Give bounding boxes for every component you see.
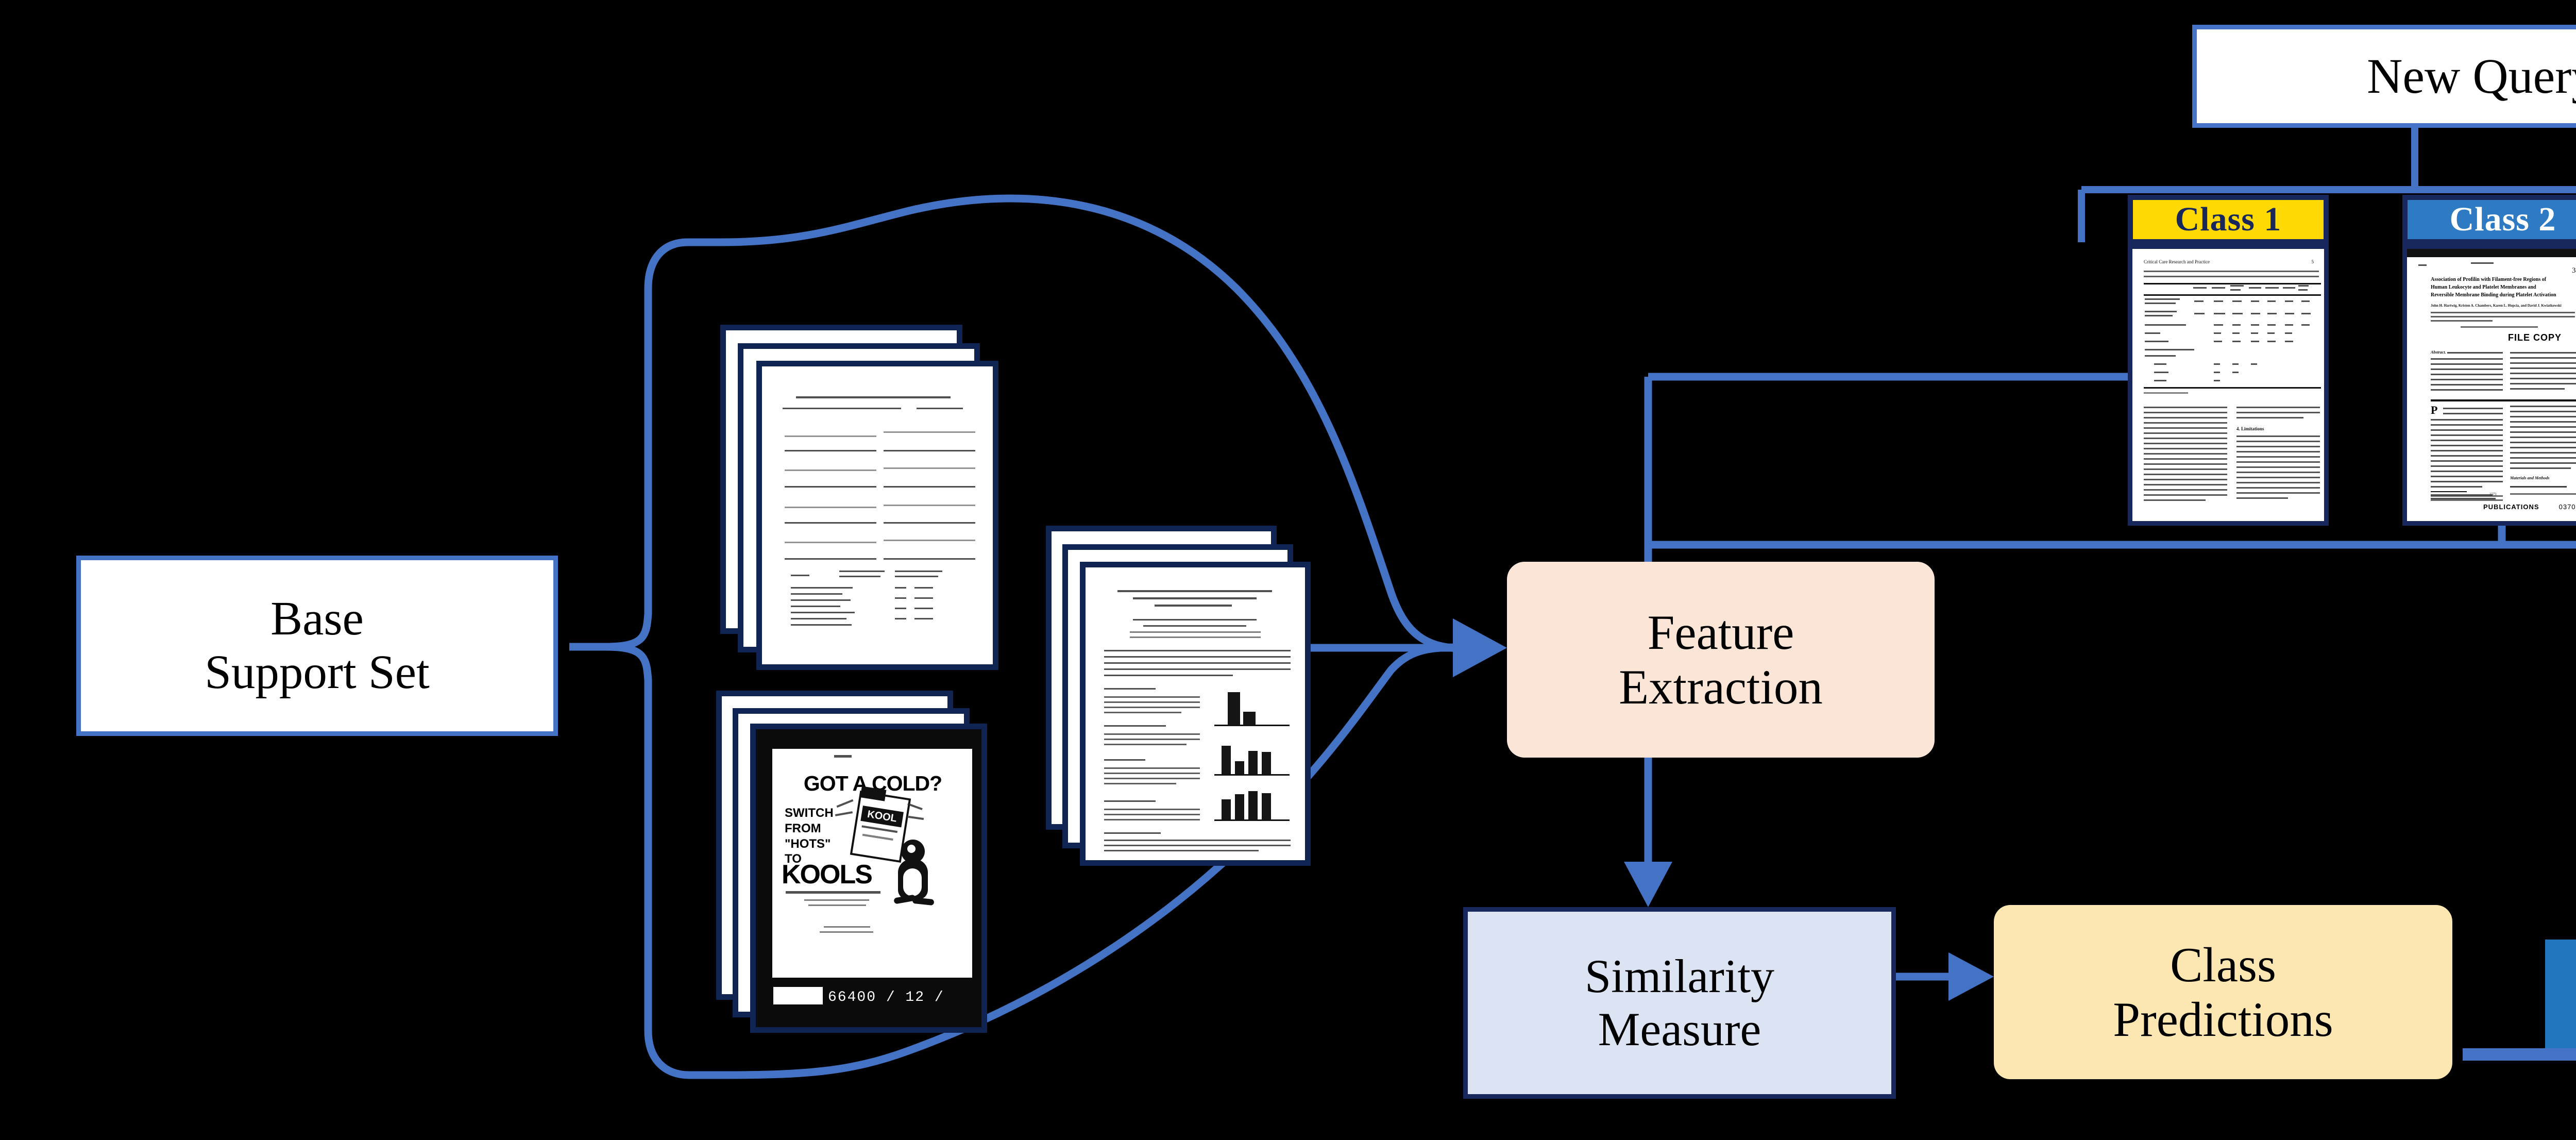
ad-line-switch: SWITCH	[785, 806, 834, 820]
feature-extraction-line-2: Extraction	[1619, 660, 1823, 714]
feature-extraction-inbound-arrowhead	[1453, 618, 1507, 677]
new-query-set-title: New Query Set	[2367, 48, 2576, 104]
class-predictions-box[interactable]: Class Predictions	[1994, 905, 2452, 1079]
class-2-footer-left: PUBLICATIONS	[2483, 503, 2539, 511]
bar-class-1	[2545, 939, 2576, 1052]
base-support-line-1: Base	[270, 592, 364, 645]
class-2-label: Class 2	[2449, 200, 2556, 238]
base-support-line-2: Support Set	[205, 646, 430, 699]
ad-brand-word: KOOLS	[782, 860, 873, 890]
base-support-set-box[interactable]: Base Support Set	[76, 556, 558, 736]
class-2-page: 3870 Association of Profilin with Filame…	[2407, 249, 2576, 521]
ad-line-to: TO	[785, 852, 802, 866]
stack-card-front[interactable]	[756, 361, 998, 670]
line-chart-page	[762, 366, 993, 664]
similarity-measure-line-1: Similarity	[1585, 949, 1774, 1002]
class-2-section-heading: Materials and Methods	[2510, 476, 2550, 480]
class-2-title-line-2: Human Leukocyte and Platelet Membranes a…	[2431, 284, 2536, 290]
similarity-to-predictions-arrow	[1896, 952, 1994, 1001]
class-2-abstract-heading: Abstract.	[2431, 350, 2446, 355]
class-predictions-line-1: Class	[2170, 937, 2276, 992]
class-1-page: Critical Care Research and Practice 5	[2132, 249, 2324, 521]
class-2-file-copy-stamp: FILE COPY	[2507, 332, 2562, 343]
ad-line-hots: "HOTS"	[785, 836, 831, 851]
class-probability-bar-chart	[2463, 845, 2576, 1067]
similarity-measure-box[interactable]: Similarity Measure	[1463, 907, 1896, 1099]
paper-card-front[interactable]	[1080, 562, 1311, 866]
class-2-title-line-1: Association of Profilin with Filament-fr…	[2431, 277, 2547, 282]
class-1-document-thumbnail[interactable]: Critical Care Research and Practice 5	[2128, 244, 2329, 526]
ad-line-from: FROM	[785, 821, 821, 835]
class-2-document-thumbnail[interactable]: 3870 Association of Profilin with Filame…	[2402, 244, 2576, 526]
class-2-title-line-3: Reversible Membrane Binding during Plate…	[2431, 292, 2556, 298]
ad-card-front[interactable]: GOT A COLD? SWITCH FROM "HOTS" TO KOOL	[750, 724, 987, 1033]
class-2-authors: John H. Hartwig, Kristen A. Chambers, Ka…	[2431, 304, 2562, 308]
class-2-footer-right: 037023	[2558, 503, 2576, 511]
ad-footer-code: 66400 / 12 /	[828, 990, 944, 1005]
class-1-doc-page-number: 5	[2311, 259, 2314, 264]
feature-extraction-line-1: Feature	[1647, 605, 1794, 660]
similarity-measure-line-2: Measure	[1598, 1003, 1761, 1055]
base-to-stacks-bracket	[569, 238, 721, 1079]
class-1-chip[interactable]: Class 1	[2128, 195, 2329, 244]
class-1-doc-header: Critical Care Research and Practice	[2144, 259, 2210, 264]
scientific-paper-page	[1086, 567, 1305, 860]
advertisement-page: GOT A COLD? SWITCH FROM "HOTS" TO KOOL	[756, 729, 981, 1027]
new-query-set-box[interactable]: New Query Set	[2192, 25, 2576, 128]
class-2-stamp-number: 3870	[2572, 266, 2576, 275]
chart-baseline-axis	[2463, 1048, 2576, 1061]
class-2-chip[interactable]: Class 2	[2402, 195, 2576, 244]
class-1-doc-section: 4. Limitations	[2236, 426, 2264, 431]
class-1-label: Class 1	[2175, 200, 2282, 238]
ad-pack-brand: KOOL	[860, 806, 904, 828]
feature-to-similarity-arrow	[1624, 758, 1672, 907]
feature-extraction-box[interactable]: Feature Extraction	[1507, 562, 1935, 758]
class-predictions-line-2: Predictions	[2113, 992, 2333, 1047]
